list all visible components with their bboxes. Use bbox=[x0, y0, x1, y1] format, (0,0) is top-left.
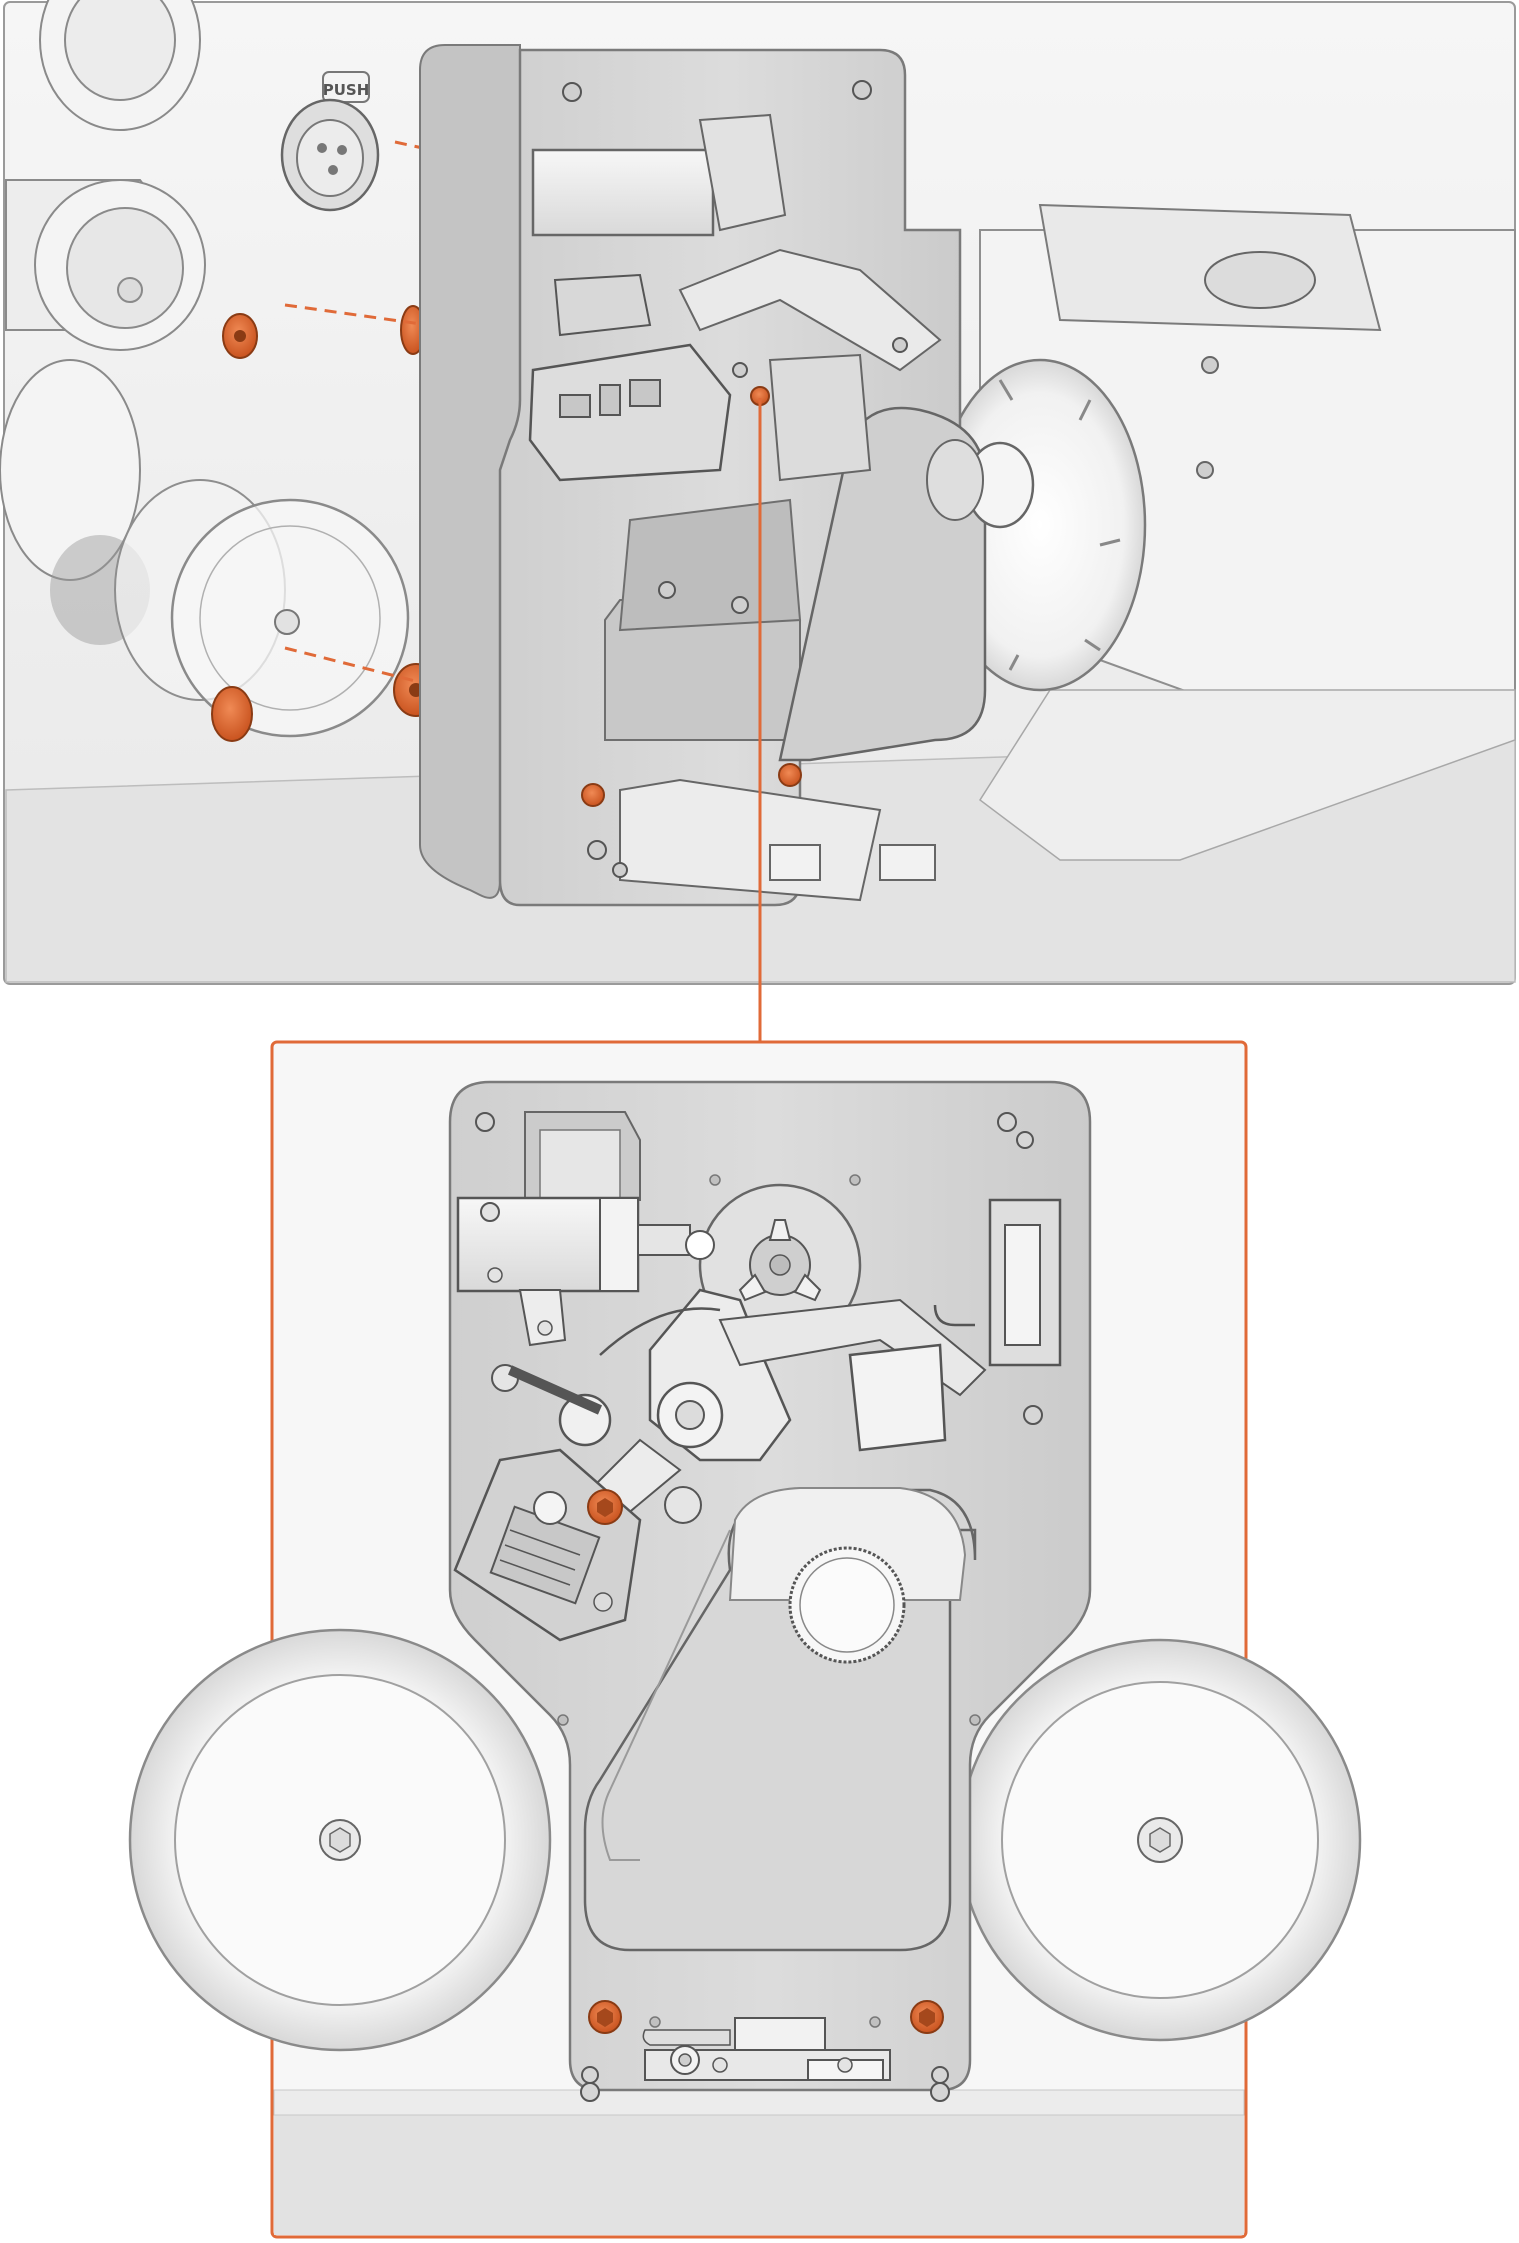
plate-screws bbox=[588, 2000, 944, 2034]
detail-view-panel bbox=[128, 1040, 1362, 2239]
film-gate bbox=[642, 2017, 891, 2081]
pcb-roller-assembly bbox=[453, 1448, 642, 1642]
top-view-panel: PUSH bbox=[0, 0, 1516, 985]
right-wheel bbox=[958, 1638, 1362, 2042]
triangular-cover bbox=[583, 1487, 977, 1952]
right-deck bbox=[933, 203, 1516, 861]
mounting-plate-perspective bbox=[419, 44, 1035, 907]
solenoid-block bbox=[456, 1111, 691, 1347]
right-guide-bracket bbox=[933, 1198, 1062, 1367]
left-wheel bbox=[128, 1628, 552, 2052]
left-rollers bbox=[0, 0, 206, 581]
screw-icon bbox=[581, 783, 605, 807]
plate-holes bbox=[557, 1174, 981, 2028]
washer-icon bbox=[211, 686, 253, 742]
xlr-connector-icon: PUSH bbox=[280, 71, 380, 212]
transparent-reel bbox=[50, 479, 439, 742]
push-label: PUSH bbox=[323, 81, 370, 99]
screw-icon bbox=[778, 763, 802, 787]
grey-screws bbox=[475, 1112, 1043, 2102]
